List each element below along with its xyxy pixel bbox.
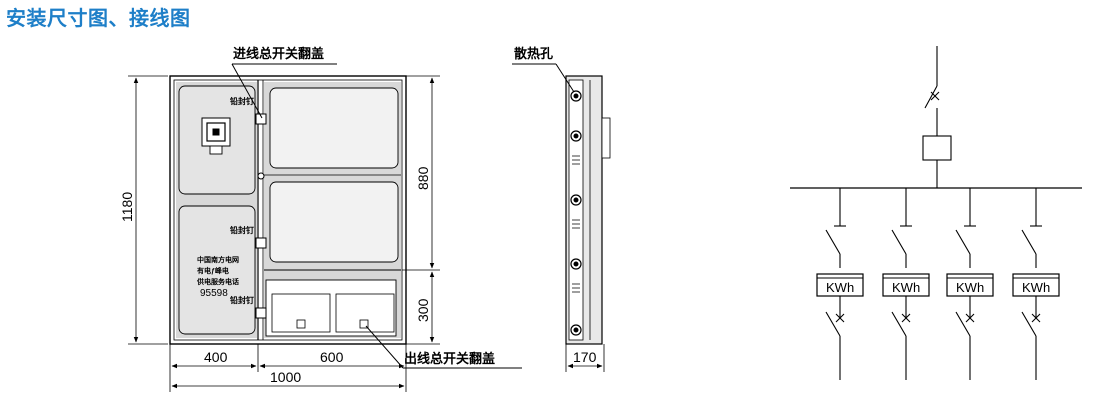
branch-3 xyxy=(955,188,976,380)
callout-vent-holes: 散热孔 xyxy=(514,46,553,61)
meter-4-label: KWh xyxy=(1022,280,1050,295)
callout-incoming-cover: 进线总开关翻盖 xyxy=(233,46,324,61)
meter-window-1 xyxy=(269,87,399,169)
meter-2 xyxy=(882,273,930,297)
dim-depth: 170 xyxy=(573,349,597,365)
seal-nail-label-2: 铅封钉 xyxy=(229,225,254,235)
page-title: 安装尺寸图、接线图 xyxy=(6,6,191,30)
meter-1 xyxy=(816,273,864,297)
side-view xyxy=(565,75,611,345)
meter-3 xyxy=(946,273,994,297)
front-view xyxy=(169,75,407,345)
meter-1-label: KWh xyxy=(826,280,854,295)
meter-4 xyxy=(1012,273,1060,297)
meter-3-label: KWh xyxy=(956,280,984,295)
outgoing-breaker-right xyxy=(335,293,395,333)
meter-2-label: KWh xyxy=(892,280,920,295)
branch-2 xyxy=(891,188,912,380)
dim-height-lower: 300 xyxy=(415,298,431,322)
info-line-2: 有电ƒ峰电 xyxy=(197,266,229,275)
dim-width-total: 1000 xyxy=(270,369,301,385)
branch-4 xyxy=(1021,188,1042,380)
box-outline xyxy=(169,75,407,345)
wiring-diagram xyxy=(790,46,1082,380)
callout-outgoing-cover: 出线总开关翻盖 xyxy=(404,351,495,366)
dim-width-left: 400 xyxy=(204,349,228,365)
outgoing-breaker-area xyxy=(265,279,397,337)
info-line-1: 中国南方电网 xyxy=(197,255,239,264)
box-inner-frame xyxy=(173,79,403,341)
seal-nail-label-3: 铅封钉 xyxy=(229,295,254,305)
outgoing-breaker-left xyxy=(271,293,331,333)
meter-window-2 xyxy=(269,181,399,263)
left-lower-panel xyxy=(178,205,256,335)
branch-1 xyxy=(825,188,846,380)
dim-height-total: 1180 xyxy=(119,192,135,222)
seal-nail-label-1: 铅封钉 xyxy=(229,96,254,106)
dim-height-upper: 880 xyxy=(415,166,431,190)
info-line-4: 95598 xyxy=(200,288,228,299)
info-line-3: 供电服务电话 xyxy=(196,277,239,286)
dim-width-right: 600 xyxy=(320,349,344,365)
